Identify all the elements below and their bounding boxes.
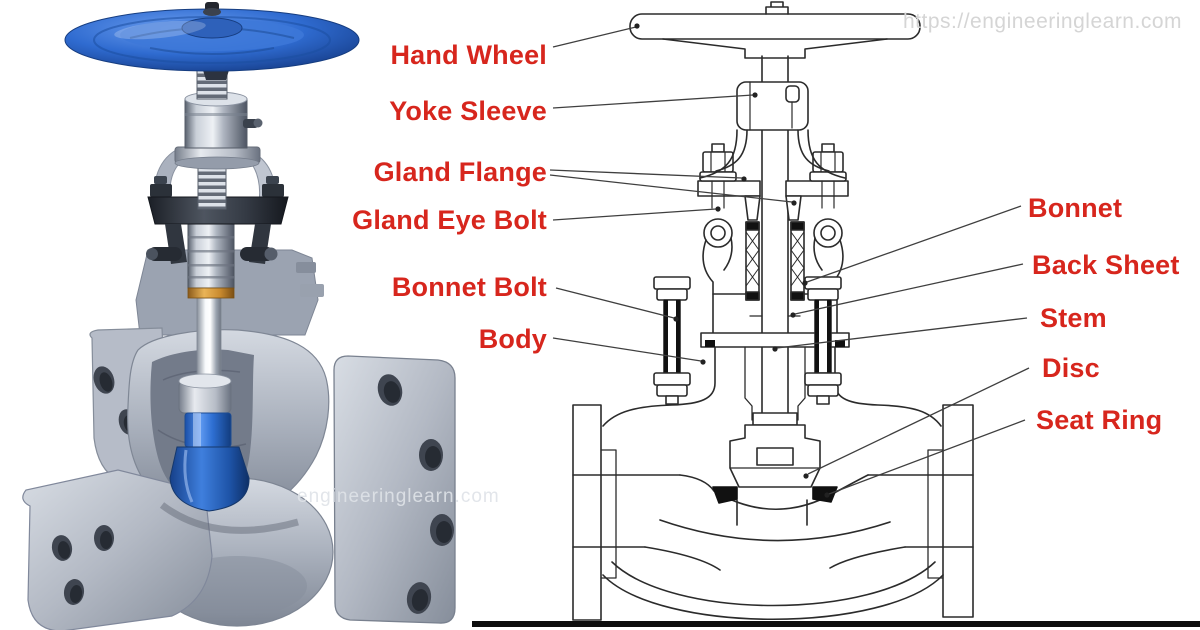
label-back-sheet: Back Sheet — [1032, 250, 1180, 280]
label-body: Body — [478, 324, 547, 354]
label-hand-wheel: Hand Wheel — [390, 40, 547, 70]
cross-section-drawing — [472, 1, 1200, 627]
label-disc: Disc — [1042, 353, 1100, 383]
label-gland-flange: Gland Flange — [373, 157, 547, 187]
label-bonnet-bolt: Bonnet Bolt — [391, 272, 547, 302]
label-stem: Stem — [1040, 303, 1107, 333]
disc-assembly — [169, 297, 250, 512]
leader-lines — [549, 23, 1030, 498]
label-gland-eye-bolt: Gland Eye Bolt — [352, 205, 547, 235]
watermark-photo: engineeringlearn.com — [297, 486, 500, 507]
handwheel-3d — [64, 2, 360, 80]
label-yoke-sleeve: Yoke Sleeve — [389, 96, 547, 126]
bonnet-bolt-left — [653, 276, 691, 405]
label-seat-ring: Seat Ring — [1036, 405, 1163, 435]
label-bonnet: Bonnet — [1028, 193, 1123, 223]
flange-bolt-holes — [377, 374, 454, 614]
bonnet-bolt-right — [804, 276, 842, 405]
globe-valve-photo — [22, 2, 456, 630]
watermark-url: https://engineeringlearn.com — [903, 10, 1182, 33]
